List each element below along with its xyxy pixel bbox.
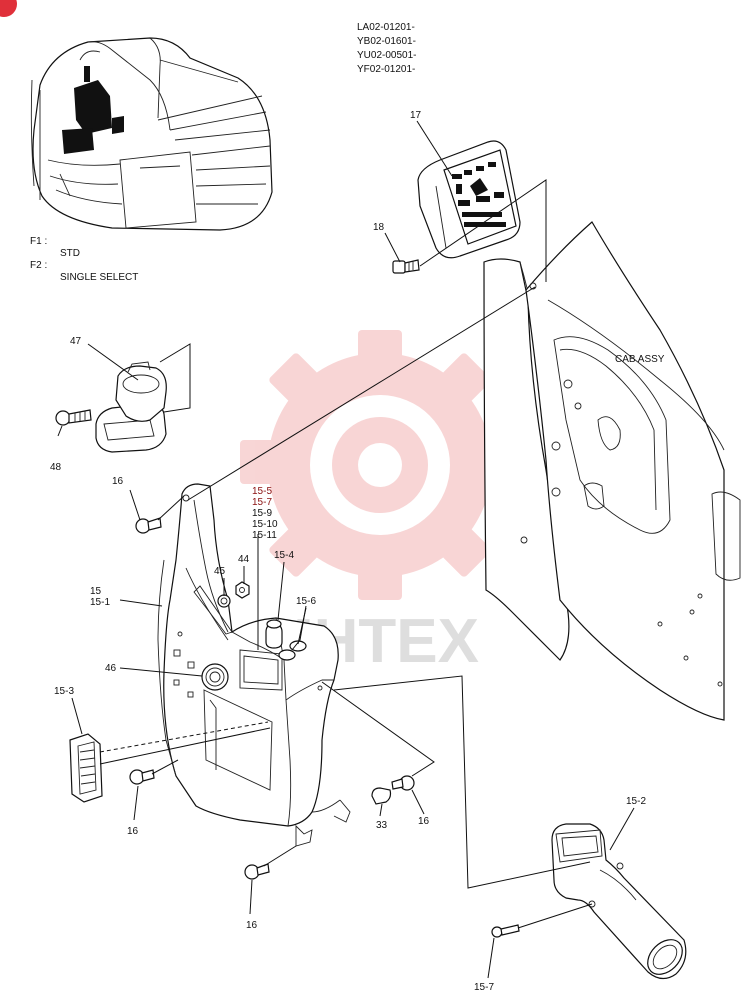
cab-assy-label: CAB ASSY bbox=[615, 354, 665, 365]
machine-inset-illustration bbox=[30, 37, 273, 231]
bolt-16-icon bbox=[244, 863, 270, 880]
part-label-33: 33 bbox=[376, 820, 388, 831]
part-label-17: 17 bbox=[410, 110, 422, 121]
serial-codes: LA02-01201- YB02-01601- YU02-00501- YF02… bbox=[357, 22, 416, 75]
part-label-16: 16 bbox=[127, 826, 139, 837]
serial-code: YU02-00501- bbox=[357, 50, 416, 61]
part-label-44: 44 bbox=[238, 554, 250, 565]
switch-15-4-icon bbox=[265, 619, 283, 649]
option-desc: SINGLE SELECT bbox=[60, 272, 138, 283]
clip-33-icon bbox=[371, 787, 392, 805]
air-duct bbox=[551, 823, 687, 980]
part-label-46: 46 bbox=[105, 663, 117, 674]
part-label-stack: 15-9 bbox=[252, 508, 272, 519]
part-label-18: 18 bbox=[373, 222, 385, 233]
screw-15-7-icon bbox=[491, 924, 520, 938]
part-label-16: 16 bbox=[246, 920, 258, 931]
serial-code: YB02-01601- bbox=[357, 36, 416, 47]
part-label-15-6: 15-6 bbox=[296, 596, 316, 607]
serial-code: YF02-01201- bbox=[357, 64, 415, 75]
part-label-45: 45 bbox=[214, 566, 226, 577]
part-label-48: 48 bbox=[50, 462, 62, 473]
part-label-47: 47 bbox=[70, 336, 82, 347]
option-desc: STD bbox=[60, 248, 80, 259]
part-label-16: 16 bbox=[112, 476, 124, 487]
part-label-15-4: 15-4 bbox=[274, 550, 294, 561]
bolt-48-icon bbox=[55, 409, 92, 426]
grommet-46-icon bbox=[201, 663, 229, 691]
part-label-stack: 15-11 bbox=[252, 530, 277, 541]
cab-assy-frame bbox=[483, 221, 741, 721]
bolt-16-icon bbox=[135, 517, 162, 534]
part-label-16: 16 bbox=[418, 816, 430, 827]
part-label-15-1: 15-1 bbox=[90, 597, 110, 608]
bolt-18-icon bbox=[392, 259, 420, 274]
part-label-stack: 15-7 bbox=[252, 497, 272, 508]
part-label-15: 15 bbox=[90, 586, 102, 597]
serial-code: LA02-01201- bbox=[357, 22, 415, 33]
part-label-15-7: 15-7 bbox=[474, 982, 494, 993]
leader-lines bbox=[57, 120, 635, 979]
part-label-15-2: 15-2 bbox=[626, 796, 646, 807]
nut-44-icon bbox=[235, 581, 250, 599]
buttons-15-6-icon bbox=[278, 640, 307, 661]
instruction-plate bbox=[417, 140, 521, 259]
bolt-16-icon bbox=[129, 769, 155, 785]
part-label-15-3: 15-3 bbox=[54, 686, 74, 697]
part-label-stack: 15-10 bbox=[252, 519, 278, 530]
part-label-stack: 15-5 bbox=[252, 486, 272, 497]
part-labels: 17 18 47 48 16 15-5 15-7 15-9 15-10 15-1… bbox=[50, 110, 646, 993]
option-legend: F1 : STD F2 : SINGLE SELECT bbox=[30, 236, 138, 283]
cover-15-3 bbox=[69, 733, 103, 803]
option-code: F1 : bbox=[30, 236, 47, 247]
option-code: F2 : bbox=[30, 260, 47, 271]
cup-holder bbox=[95, 361, 167, 453]
bolt-16-icon bbox=[391, 775, 415, 791]
corner-badge-icon bbox=[0, 0, 17, 17]
clip-45-icon bbox=[217, 594, 231, 608]
